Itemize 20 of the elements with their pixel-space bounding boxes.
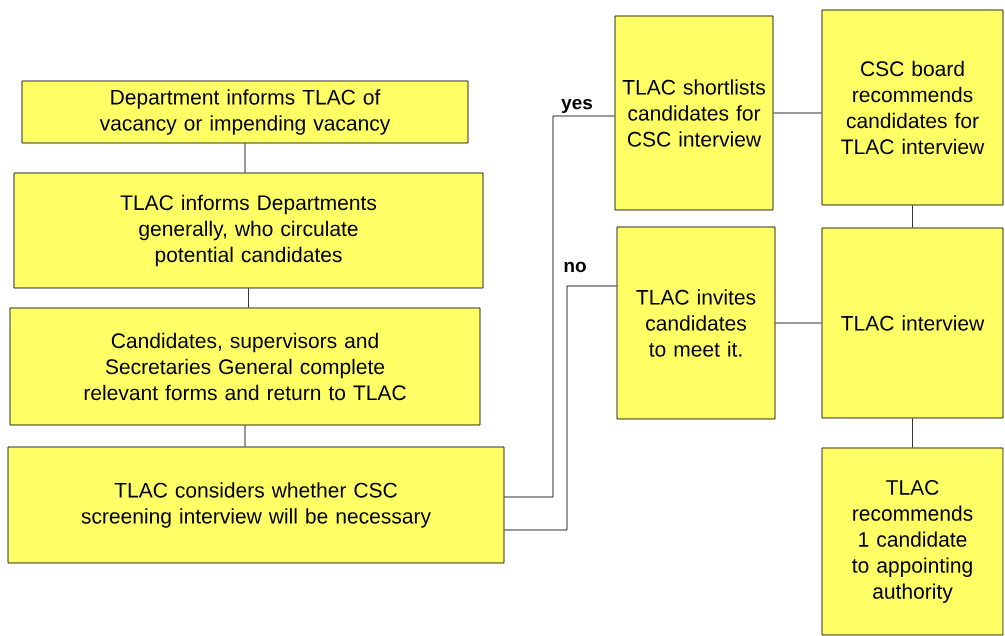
process-box: Department informs TLAC of vacancy or impending vacancy (21, 80, 469, 144)
process-box: Candidates, supervisors and Secretaries General complete relevant forms and return to TLAC (9, 307, 481, 426)
connector-line (504, 285, 617, 531)
connector-line (912, 205, 913, 228)
process-box: TLAC interview (821, 227, 1004, 419)
connector-line (912, 418, 913, 448)
process-box: TLAC shortlists candidates for CSC interview (614, 15, 774, 211)
process-box: TLAC informs Departments generally, who circulate potential candidates (13, 172, 484, 289)
process-box: TLAC recommends 1 candidate to appointing authority (821, 447, 1004, 636)
process-box: TLAC considers whether CSC screening interview will be necessary (7, 446, 505, 564)
connector-line (244, 425, 246, 447)
process-box: TLAC invites candidates to meet it. (616, 226, 776, 420)
edge-label: no (562, 260, 588, 274)
connector-line (504, 115, 615, 498)
process-box: CSC board recommends candidates for TLAC interview (821, 9, 1004, 206)
connector-line (773, 112, 822, 114)
connector-line (248, 288, 249, 308)
connector-line (244, 143, 246, 173)
edge-label: yes (560, 97, 594, 115)
connector-line (775, 322, 822, 324)
